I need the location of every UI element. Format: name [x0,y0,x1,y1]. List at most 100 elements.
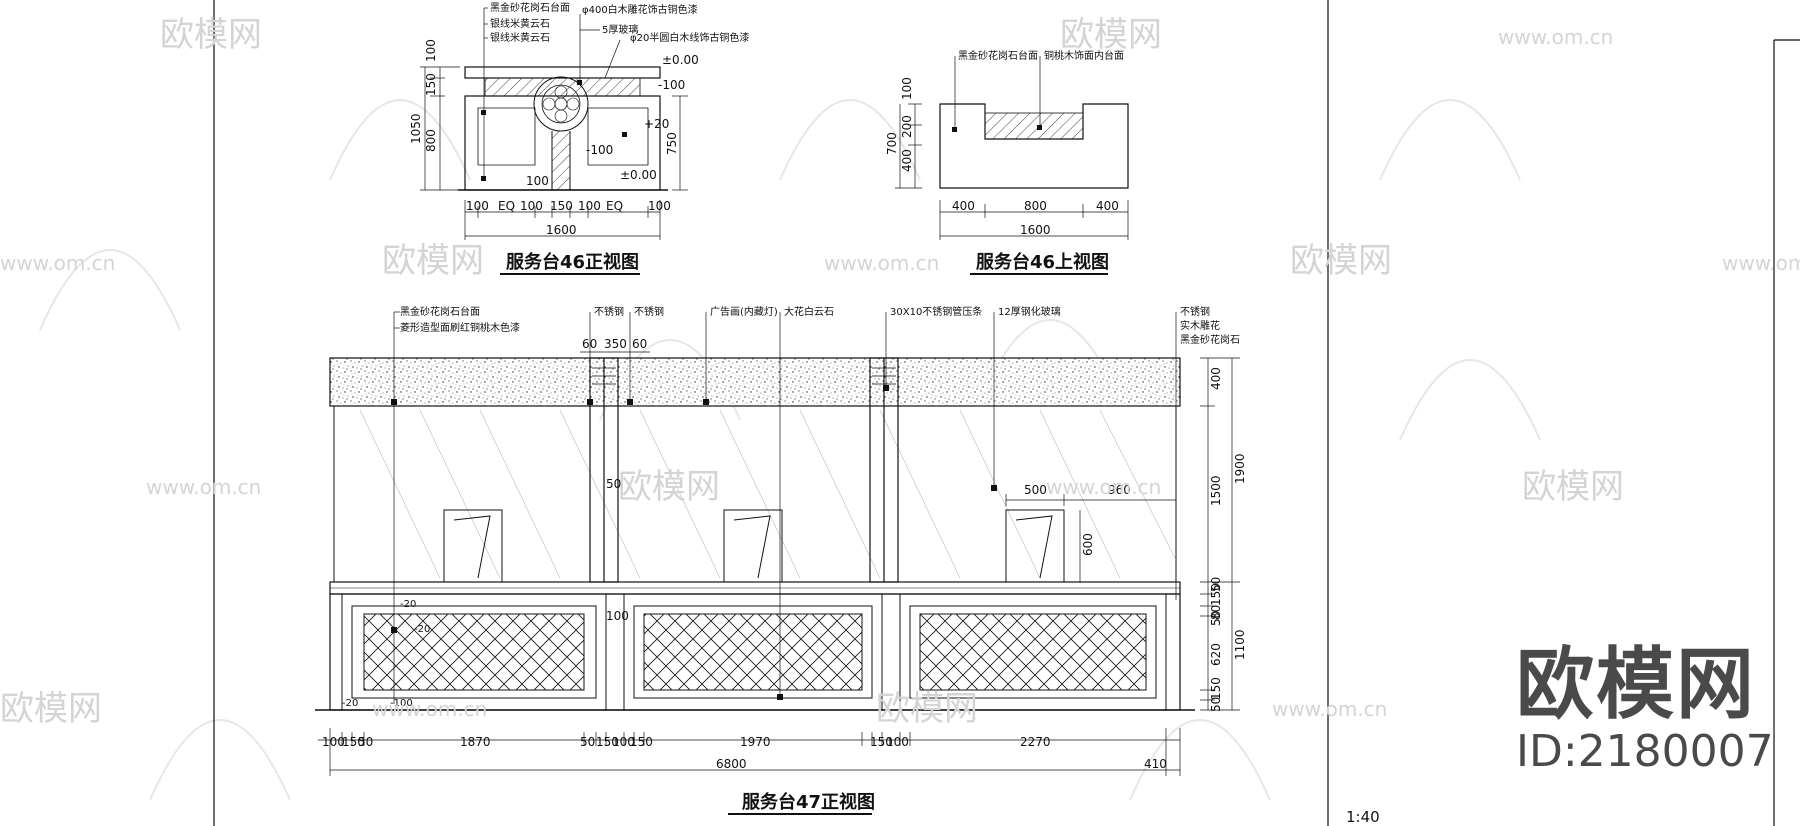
view-47-front: 黑金砂花岗石台面 菱形造型面刷红铜桃木色漆 不锈钢 不锈钢 广告画(内藏灯) 大… [315,305,1247,815]
note-46-front-4: φ400白木雕花饰古铜色漆 [582,3,698,16]
view-46-top: 黑金砂花岗石台面 铜桃木饰面内台面 100 200 400 700 400 80… [885,49,1129,275]
level-47-4: -100 [390,698,413,709]
dim-47-right-10: 150 [1209,677,1223,700]
dim-46-right-1: 750 [665,132,679,155]
note-47-2: 菱形造型面刷红铜桃木色漆 [400,321,520,334]
dim-47-top-1: 60 [582,337,597,351]
dim-47-bottom-6: 150 [596,735,619,749]
watermark-url: www.om.cn [1046,475,1161,499]
dim-47-bottom-10: 150 [870,735,893,749]
dim-47-inner-3: 600 [1081,533,1095,556]
view-46-front-title: 服务台46正视图 [506,251,639,273]
watermark-logo: 欧模网 [1290,241,1392,281]
dim-47-inner-4: 50 [606,477,621,491]
watermark-logo: 欧模网 [1060,15,1162,55]
note-46-front-6: φ20半圆白木线饰古铜色漆 [630,31,749,44]
dim-46-top-bottom-2: 800 [1024,199,1047,213]
view-46-top-title: 服务台46上视图 [976,251,1109,273]
watermark-url: www.om.cn [1722,251,1800,275]
note-47-9: 不锈钢 [1180,305,1210,318]
dim-46-left-2: 150 [424,73,438,96]
dim-46-bottom-3: 100 [520,199,543,213]
dim-47-right-1: 400 [1209,367,1223,390]
dim-46-left-1: 100 [424,39,438,62]
note-46-top-2: 铜桃木饰面内台面 [1044,49,1124,62]
dim-47-top-3: 60 [632,337,647,351]
dim-47-right-7: 50 [1209,611,1223,626]
brand-block: 欧模网 ID:2180007 [1516,644,1774,778]
dim-47-right-8: 620 [1209,643,1223,666]
dim-47-right-3: 1900 [1233,453,1247,484]
scale-label: 1:40 [1346,808,1380,826]
dim-47-bottom-7: 100 [612,735,635,749]
level-46-3: +20 [644,117,669,131]
dim-47-bottom-3: 50 [358,735,373,749]
watermark-url: www.om.cn [146,475,261,499]
note-47-11: 黑金砂花岗石 [1180,333,1240,346]
level-47-2: -20 [414,624,430,635]
dim-47-right-4: 50 [1209,577,1223,592]
note-47-3: 不锈钢 [594,305,624,318]
note-46-top-1: 黑金砂花岗石台面 [958,49,1038,62]
dim-46-top-total: 1600 [1020,223,1051,237]
note-46-front-1: 黑金砂花岗石台面 [490,1,570,14]
dim-47-right-6: 80 [1209,605,1223,620]
dim-46-top-left-3: 400 [900,149,914,172]
dim-46-bottom-5: 100 [578,199,601,213]
watermark-url: www.om.cn [0,251,115,275]
dim-46-bottom-6: EQ [606,199,623,213]
sheet-frame [213,0,1800,826]
dim-47-right-5: 150 [1209,583,1223,606]
dim-46-top-left-2: 200 [900,115,914,138]
watermark-url: www.om.cn [372,697,487,721]
dim-47-inner-1: 500 [1024,483,1047,497]
note-47-7: 30X10不锈钢管压条 [890,305,982,318]
note-46-front-5: 5厚玻璃 [602,23,638,36]
dim-47-bottom-12: 2270 [1020,735,1051,749]
dim-47-right-2: 1500 [1209,475,1223,506]
dim-46-top-bottom-1: 400 [952,199,975,213]
dim-46-top-left-1: 100 [900,77,914,100]
dim-47-right-11: 50 [1209,697,1223,712]
level-47-1: -20 [400,599,416,610]
dim-46-bottom-7: 100 [648,199,671,213]
dim-47-bottom-4: 1870 [460,735,491,749]
note-47-8: 12厚钢化玻璃 [998,305,1061,318]
watermarks: 欧模网 欧模网 欧模网 欧模网 欧模网 欧模网 欧模网 欧模网 www.om.c… [0,15,1800,729]
dim-47-extra: 410 [1144,757,1167,771]
watermark-url: www.om.cn [1498,25,1613,49]
dim-46-top-left-4: 700 [885,132,899,155]
dim-46-bottom-2: EQ [498,199,515,213]
dim-46-left-3: 800 [424,129,438,152]
dim-46-bottom-1: 100 [466,199,489,213]
dim-47-bottom-9: 1970 [740,735,771,749]
dim-47-total: 6800 [716,757,747,771]
dim-46-bottom-4: 150 [550,199,573,213]
level-47-3: -20 [342,698,358,709]
dim-47-bottom-2: 150 [342,735,365,749]
watermark-logo: 欧模网 [382,241,484,281]
level-46-1: ±0.00 [662,53,699,67]
dim-47-bottom-11: 100 [886,735,909,749]
dim-47-bottom-8: 150 [630,735,653,749]
watermark-arcs [39,99,1541,801]
view-47-front-title: 服务台47正视图 [742,791,875,813]
dim-47-bottom-5: 50 [580,735,595,749]
note-47-1: 黑金砂花岗石台面 [400,305,480,318]
watermark-logo: 欧模网 [618,467,720,507]
watermark-url: www.om.cn [1272,697,1387,721]
post-dim-46: 100 [526,174,549,188]
dim-47-top-2: 350 [604,337,627,351]
note-47-10: 实木雕花 [1180,319,1220,332]
level-46-2: -100 [658,78,685,92]
note-47-5: 广告画(内藏灯) [710,305,778,318]
note-47-6: 大花白云石 [784,305,834,318]
note-47-4: 不锈钢 [634,305,664,318]
note-46-front-2: 银线米黄云石 [490,17,550,30]
watermark-logo: 欧模网 [160,15,262,55]
dim-46-left-4: 1050 [409,113,423,144]
watermark-logo: 欧模网 [0,689,102,729]
watermark-logo: 欧模网 [1522,467,1624,507]
watermark-logo: 欧模网 [876,689,978,729]
